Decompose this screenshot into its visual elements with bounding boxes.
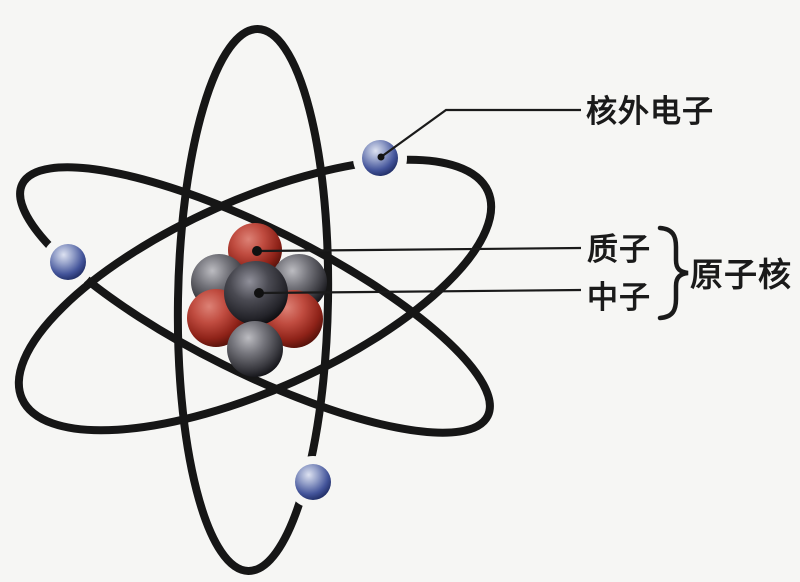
pointer-dots [252, 153, 385, 298]
nucleus-cluster [187, 223, 327, 377]
electron-sphere-left [50, 244, 86, 280]
pointer-dot-electron [377, 153, 385, 161]
label-electron: 核外电子 [586, 94, 714, 129]
pointer-lines [256, 108, 582, 295]
electron-sphere-bottom [295, 464, 331, 500]
orbit-vertical [173, 25, 333, 575]
pointer-dot-proton [252, 246, 262, 256]
neutron-sphere-bottom [227, 321, 283, 377]
pointer-line-proton [256, 246, 582, 253]
nucleus-brace [657, 225, 689, 321]
label-nucleus: 原子核 [690, 256, 792, 293]
pointer-line-electron [380, 108, 581, 158]
pointer-line-neutron [258, 288, 582, 295]
labels: 核外电子 质子 中子 原子核 [586, 94, 792, 315]
orbit-diagonal-down [16, 163, 494, 437]
label-neutron: 中子 [587, 280, 651, 315]
pointer-dot-neutron [254, 288, 264, 298]
electrons [50, 140, 398, 500]
label-proton: 质子 [587, 232, 651, 267]
orbit-group [14, 25, 496, 575]
